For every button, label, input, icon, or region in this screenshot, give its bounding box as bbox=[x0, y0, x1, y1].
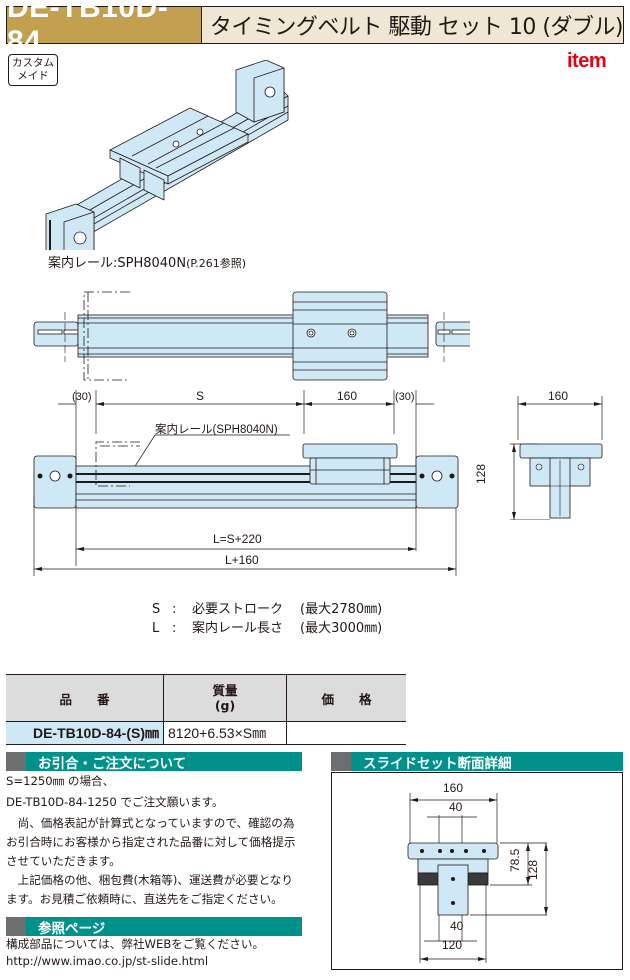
header-part-number: 品 番 bbox=[6, 674, 164, 722]
isometric-illustration bbox=[45, 60, 289, 250]
cross-dim-total-height: 128 bbox=[526, 859, 540, 880]
dim-left-margin: (30) bbox=[72, 391, 92, 403]
cross-dim-bottom-width: 120 bbox=[442, 938, 463, 952]
product-title: タイミングベルト 駆動 セット 10 (ダブル) bbox=[201, 7, 624, 43]
legend-row-l: L : 案内レール長さ (最大3000㎜) bbox=[152, 621, 383, 636]
dim-total-length: L+160 bbox=[225, 553, 259, 567]
header-weight: 質量 (g) bbox=[163, 674, 287, 722]
dim-rail-length: L=S+220 bbox=[213, 532, 262, 546]
front-view-drawing bbox=[33, 390, 459, 576]
order-paragraph-2: 上記価格の他、梱包費(木箱等)、運送費が必要となります。お見積ご依頼時に、直送先… bbox=[6, 873, 293, 906]
order-line-1: S=1250㎜ の場合、 bbox=[6, 774, 115, 788]
cell-weight: 8120+6.53×S㎜ bbox=[163, 721, 287, 745]
cross-section-box bbox=[331, 772, 623, 970]
side-dim-height: 128 bbox=[474, 463, 488, 484]
badge-line-2: メイド bbox=[17, 70, 49, 82]
dim-slider-width: 160 bbox=[337, 389, 358, 403]
table-row: DE-TB10D-84-(S)㎜ 8120+6.53×S㎜ bbox=[6, 721, 406, 745]
product-header: DE-TB10D-84 タイミングベルト 駆動 セット 10 (ダブル) bbox=[6, 0, 624, 58]
custom-made-badge: カスタム メイド bbox=[8, 54, 58, 86]
dimension-legend: S : 必要ストローク (最大2780㎜) L : 案内レール長さ (最大300… bbox=[152, 600, 382, 638]
right-end-block bbox=[415, 455, 459, 509]
guide-rail-caption-ref: (P.261参照) bbox=[186, 257, 247, 270]
header-price: 価 格 bbox=[286, 674, 406, 722]
side-dim-width: 160 bbox=[548, 389, 569, 403]
heading-bar bbox=[6, 917, 26, 936]
top-view-drawing bbox=[33, 291, 470, 381]
order-paragraph-1: 尚、価格表記が計算式となっていますので、確認の為お引合時にお客様から指定された品… bbox=[6, 816, 296, 868]
spec-table: 品 番 質量 (g) 価 格 DE-TB10D-84-(S)㎜ 8120+6.5… bbox=[6, 674, 406, 745]
ref-section-heading: 参照ページ bbox=[6, 917, 302, 937]
cross-dim-top-width: 160 bbox=[443, 781, 464, 795]
carriage-top-view bbox=[292, 291, 388, 381]
heading-bar bbox=[331, 752, 351, 771]
order-section-body: S=1250㎜ の場合、 DE-TB10D-84-1250 でご注文願います。 … bbox=[6, 772, 302, 909]
side-carriage-plate bbox=[519, 443, 603, 459]
cross-dim-top-pitch: 40 bbox=[449, 800, 463, 814]
badge-line-1: カスタム bbox=[12, 57, 54, 69]
cross-section-drawing bbox=[407, 793, 548, 963]
heading-bar bbox=[6, 752, 26, 771]
cross-section-heading: スライドセット断面詳細 bbox=[331, 752, 623, 772]
cross-dim-inner-height: 78.5 bbox=[508, 848, 522, 872]
rail-label: 案内レール(SPH8040N) bbox=[155, 424, 278, 436]
guide-rail-caption: 案内レール:SPH8040N(P.261参照) bbox=[48, 252, 246, 271]
left-end-block bbox=[33, 455, 77, 509]
cell-part-number: DE-TB10D-84-(S)㎜ bbox=[6, 721, 164, 745]
brand-logo: item bbox=[567, 50, 607, 72]
dim-right-margin: (30) bbox=[395, 391, 415, 403]
legend-row-s: S : 必要ストローク (最大2780㎜) bbox=[152, 602, 383, 617]
cell-price bbox=[286, 721, 406, 745]
ref-text: 構成部品については、弊社WEBをご覧ください。 bbox=[6, 937, 265, 951]
spec-table-header: 品 番 質量 (g) 価 格 bbox=[6, 674, 406, 722]
carriage-plate bbox=[302, 443, 398, 459]
order-section-heading: お引合・ご注文について bbox=[6, 752, 302, 772]
carriage-block bbox=[309, 457, 391, 485]
order-line-2: DE-TB10D-84-1250 でご注文願います。 bbox=[6, 795, 224, 809]
guide-rail-caption-main: 案内レール:SPH8040N bbox=[48, 256, 187, 271]
cross-dim-bottom-pitch: 40 bbox=[450, 919, 464, 933]
side-view-drawing bbox=[510, 396, 603, 520]
dim-stroke-s: S bbox=[196, 389, 205, 403]
cross-rail-profile bbox=[437, 864, 469, 916]
ref-url-link[interactable]: http://www.imao.co.jp/st-slide.html bbox=[6, 954, 209, 968]
ref-section-body: 構成部品については、弊社WEBをご覧ください。 http://www.imao.… bbox=[6, 936, 302, 970]
product-code: DE-TB10D-84 bbox=[7, 0, 202, 58]
